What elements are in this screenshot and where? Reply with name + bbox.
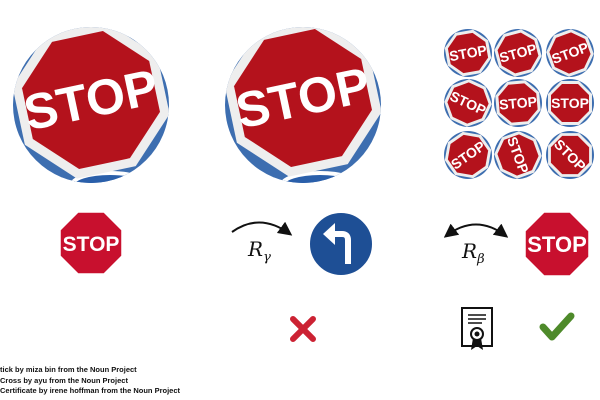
r-gamma-label: Rγ	[247, 237, 271, 265]
stop-sign-text: STOP	[63, 233, 120, 256]
arrow-left-turn-icon	[308, 211, 374, 277]
stop-sign-text: STOP	[527, 232, 587, 257]
tick-icon	[539, 312, 575, 341]
stop-photo-thumbnail: STOP	[444, 29, 492, 77]
stop-sign-clean-left: STOP	[59, 211, 123, 275]
credit-line: Certificate by irene hoffman from the No…	[0, 386, 181, 395]
stop-thumbnail-text: STOP	[448, 42, 488, 64]
stop-thumbnail-text: STOP	[551, 95, 589, 111]
stop-photo-thumbnail: STOP	[494, 29, 542, 77]
r-beta-transform: Rβ	[443, 223, 509, 267]
stop-photo-thumbnail: STOP	[444, 79, 492, 127]
stop-sign-clean-right: STOP	[524, 211, 590, 277]
stop-thumbnail-text: STOP	[498, 93, 537, 112]
cross-icon	[290, 316, 316, 342]
stop-photo-rotated-left: STOP	[13, 27, 169, 183]
stop-photo-thumbnail: STOP	[494, 131, 542, 179]
r-gamma-transform: Rγ	[231, 221, 293, 265]
r-beta-label: Rβ	[461, 239, 485, 267]
stop-photo-thumbnail: STOP	[546, 131, 594, 179]
certificate-icon	[461, 307, 493, 350]
stop-photo-thumbnail: STOP	[494, 79, 542, 127]
stop-photo-thumbnail: STOP	[546, 29, 594, 77]
stop-photo-rotated-middle: STOP	[225, 27, 381, 183]
icon-credits: tick by miza bin from the Noun Project C…	[0, 365, 180, 397]
stop-photo-thumbnail: STOP	[546, 79, 594, 127]
credit-line: tick by miza bin from the Noun Project	[0, 365, 137, 374]
stop-photo-thumbnail: STOP	[444, 131, 492, 179]
credit-line: Cross by ayu from the Noun Project	[0, 375, 128, 385]
